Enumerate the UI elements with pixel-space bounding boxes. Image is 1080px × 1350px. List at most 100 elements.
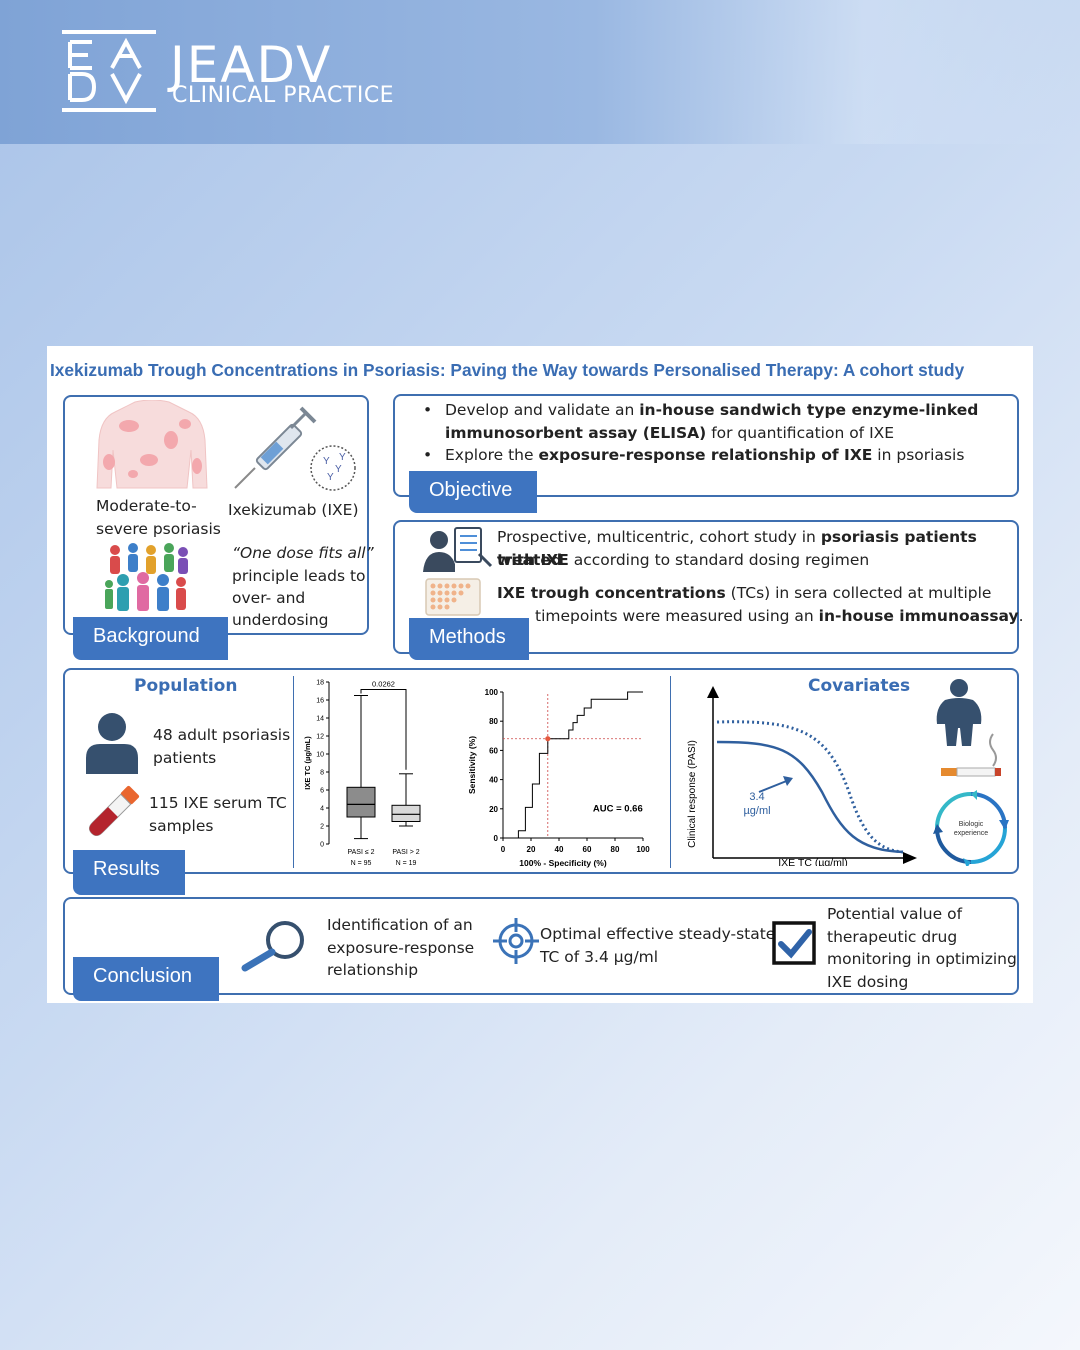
patients-line-2: patients <box>153 749 217 767</box>
drug-label: Ixekizumab (IXE) <box>228 501 359 519</box>
objective-text: Explore the <box>445 446 539 464</box>
quote-line-4: underdosing <box>232 611 329 629</box>
box-y-tick-label: 18 <box>316 680 324 687</box>
methods-text: according to standard dosing regimen <box>568 551 870 569</box>
methods-bold: in-house immunoassay <box>818 607 1019 625</box>
p-value-label: 0.0262 <box>372 680 395 689</box>
samples-line-1: 115 IXE serum TC <box>149 794 287 812</box>
quote-line-1: “One dose fits all” <box>232 544 374 562</box>
methods-bold: psoriasis patients treated <box>497 528 977 569</box>
conclusion-item-2-line-1: Optimal effective steady-state <box>540 925 776 943</box>
methods-text: (TCs) in sera collected at multiple <box>725 584 992 602</box>
box-n-label: N = 19 <box>396 860 417 867</box>
svg-text:Y: Y <box>339 452 346 463</box>
objective-bold: in-house sandwich type enzyme-linked <box>639 401 979 419</box>
box-y-tick-label: 4 <box>320 806 324 813</box>
er-x-axis-title: IXE TC (µg/ml) <box>778 857 847 866</box>
header-banner: JEADV CLINICAL PRACTICE <box>0 0 1080 144</box>
objective-bullets: •Develop and validate an in-house sandwi… <box>423 399 1003 467</box>
roc-curve <box>503 691 643 839</box>
box-category-label: PASI ≤ 2 <box>347 849 374 856</box>
conclusion-item-1-line-2: exposure-response <box>327 939 475 957</box>
magnifier-icon <box>241 921 304 972</box>
experience-label: experience <box>954 830 988 837</box>
er-annotation-unit: µg/ml <box>743 805 770 817</box>
population-heading: Population <box>134 676 238 696</box>
box-y-tick-label: 6 <box>320 788 324 795</box>
methods-bold: IXE trough concentrations <box>497 584 726 602</box>
eadv-logo-icon <box>62 30 156 112</box>
crowd-icon <box>105 543 188 611</box>
covariates-heading: Covariates <box>808 676 911 696</box>
roc-y-tick-label: 40 <box>489 776 498 785</box>
quote-line-2: principle leads to <box>232 567 366 585</box>
psoriasis-label-1: Moderate-to- <box>96 497 197 515</box>
box-category-label: PASI > 2 <box>392 849 419 856</box>
conclusion-item-3-line-2: therapeutic drug <box>827 928 958 946</box>
results-tag: Results <box>73 850 185 895</box>
results-divider-2 <box>670 676 671 868</box>
svg-text:Y: Y <box>327 472 334 483</box>
conclusion-tag: Conclusion <box>73 957 219 1001</box>
researcher-clipboard-icon <box>423 527 493 572</box>
samples-line-2: samples <box>149 817 214 835</box>
objective-bullet-1: •Develop and validate an in-house sandwi… <box>423 401 979 419</box>
checkbox-checked-icon <box>772 921 816 965</box>
conclusion-item-1-line-1: Identification of an <box>327 916 473 934</box>
methods-bold: with IXE <box>497 551 569 569</box>
biologic-label: Biologic <box>959 821 984 828</box>
poster-title: Ixekizumab Trough Concentrations in Psor… <box>50 360 965 380</box>
roc-y-axis-label: Sensitivity (%) <box>467 736 477 794</box>
roc-x-tick-label: 0 <box>501 845 506 854</box>
roc-y-tick-label: 0 <box>494 834 499 843</box>
roc-x-tick-label: 60 <box>583 845 592 854</box>
methods-line-1: Prospective, multicentric, cohort study … <box>497 526 1033 572</box>
patients-line-1: 48 adult psoriasis <box>153 726 291 744</box>
box-y-tick-label: 12 <box>316 734 324 741</box>
box-y-tick-label: 14 <box>316 716 324 723</box>
significance-bracket <box>360 689 407 770</box>
objective-text: Develop and validate an <box>445 401 640 419</box>
svg-text:Y: Y <box>335 464 342 475</box>
er-annotation-arrowhead <box>783 776 793 786</box>
conclusion-item-1-line-3: relationship <box>327 961 419 979</box>
box-y-tick-label: 10 <box>316 752 324 759</box>
er-annotation-arrow <box>758 779 790 793</box>
body-weight-icon <box>936 679 982 746</box>
roc-y-tick-label: 60 <box>489 746 498 755</box>
logo-subtitle: CLINICAL PRACTICE <box>172 83 395 108</box>
psoriasis-body-icon <box>96 400 208 489</box>
methods-line-4: timepoints were measured using an in-hou… <box>535 605 1024 628</box>
objective-bold: exposure-response relationship of IXE <box>538 446 873 464</box>
svg-text:Y: Y <box>323 456 330 467</box>
er-annotation-value: 3.4 <box>749 791 764 803</box>
well-plate-icon <box>425 578 481 616</box>
methods-text: timepoints were measured using an <box>535 607 819 625</box>
results-divider-1 <box>293 676 294 868</box>
roc-y-tick-label: 20 <box>489 805 498 814</box>
roc-x-tick-label: 80 <box>611 845 620 854</box>
roc-x-tick-label: 40 <box>555 845 564 854</box>
er-y-arrowhead <box>707 686 719 698</box>
quote-line-3: over- and <box>232 589 306 607</box>
methods-tag: Methods <box>409 618 529 660</box>
auc-label: AUC = 0.66 <box>593 804 643 815</box>
blood-tube-icon <box>88 785 140 837</box>
graphical-abstract: Ixekizumab Trough Concentrations in Psor… <box>47 346 1033 1003</box>
objective-tag: Objective <box>409 471 537 513</box>
roc-x-axis-label: 100% - Specificity (%) <box>519 858 607 868</box>
biologic-experience-cycle-icon: Biologic experience <box>933 790 1009 866</box>
er-x-arrowhead <box>903 852 917 864</box>
box-n-label: N = 95 <box>351 860 372 867</box>
roc-y-tick-label: 80 <box>489 717 498 726</box>
er-series-solid <box>716 740 904 854</box>
conclusion-item-2-line-2: TC of 3.4 µg/ml <box>540 948 659 966</box>
roc-x-tick-label: 20 <box>527 845 536 854</box>
logo-title: JEADV <box>170 36 333 94</box>
box-y-tick-label: 16 <box>316 698 324 705</box>
er-y-axis-label: Clinical response (PASI) <box>687 740 698 848</box>
methods-line-3: IXE trough concentrations (TCs) in sera … <box>497 582 991 605</box>
objective-bullet-2: •Explore the exposure-response relations… <box>423 446 965 464</box>
